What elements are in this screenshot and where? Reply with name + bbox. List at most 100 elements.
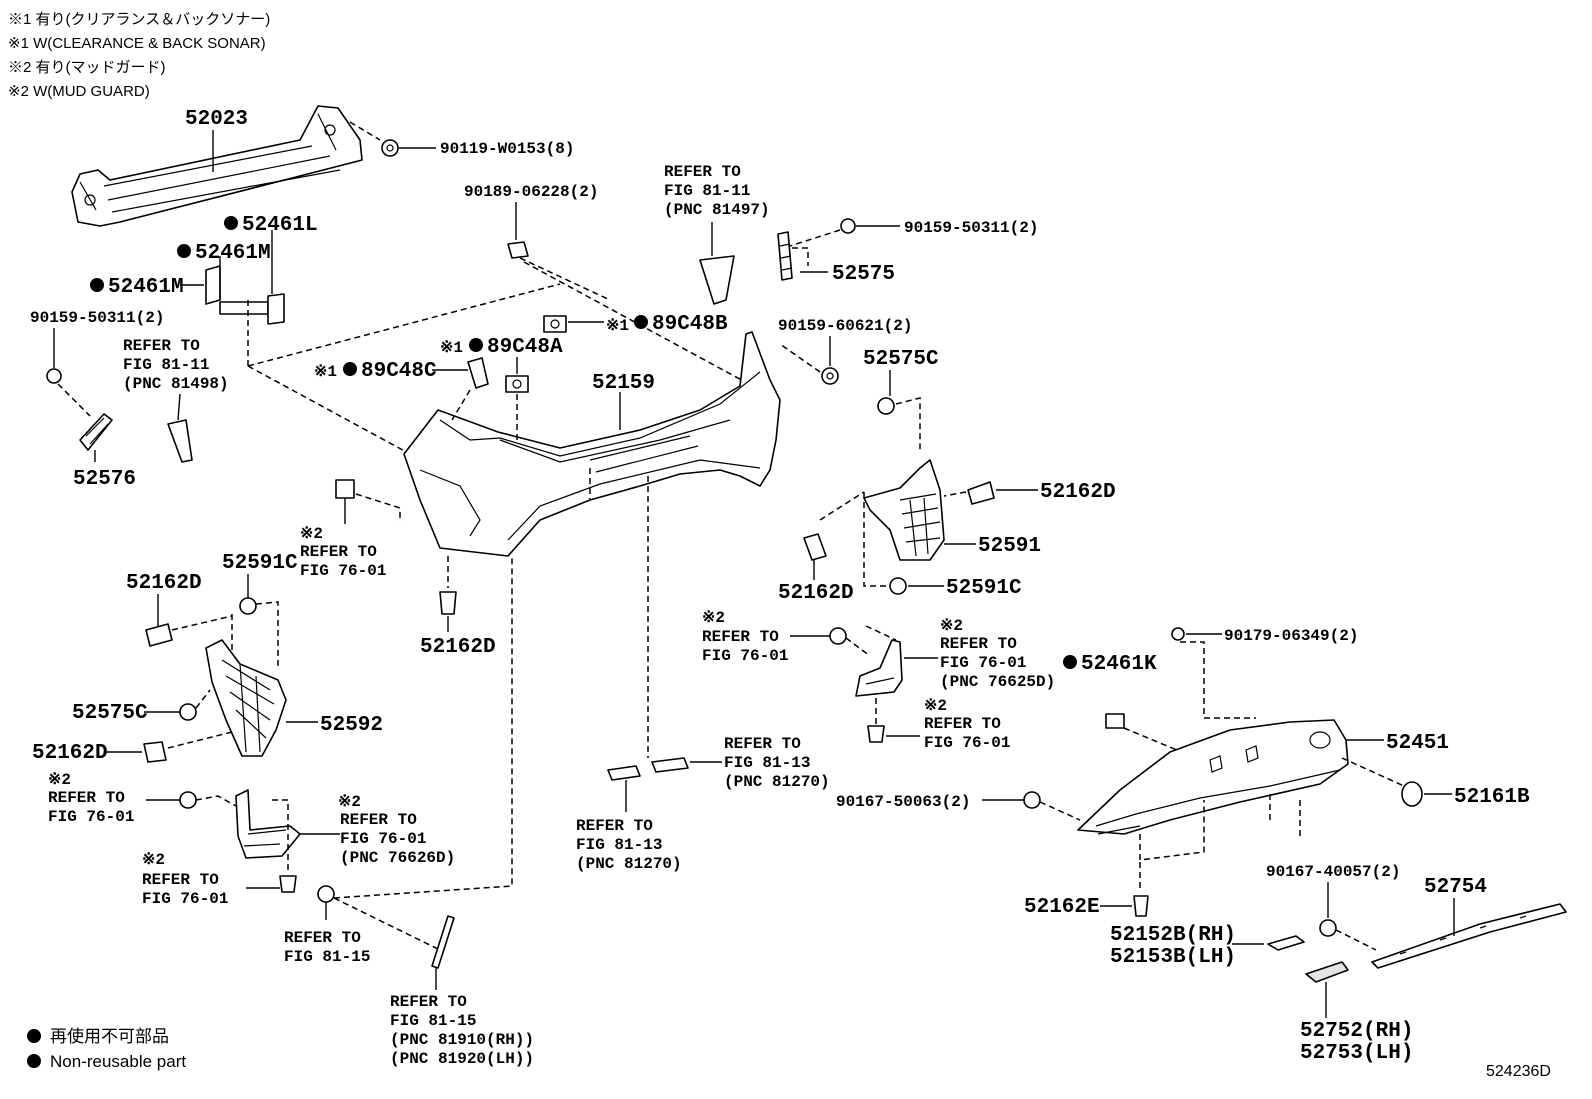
nonreusable-dot-52461m-a [177,244,191,258]
mark1-89c48a: ※1 [440,339,463,357]
svg-text:FIG 76-01: FIG 76-01 [940,654,1026,672]
side-retainer-52592[interactable] [205,639,287,757]
note-2-en: ※2 W(MUD GUARD) [8,83,150,100]
label-52162e: 52162E [1024,896,1100,919]
molding-81-15[interactable] [431,915,455,969]
sensor-retainer-89c48a[interactable] [505,375,529,393]
figure-id: 524236D [1486,1063,1551,1080]
side-bracket-52576[interactable] [79,413,113,451]
bumper-cover-52159[interactable] [403,331,781,557]
side-bracket-52575[interactable] [777,231,793,281]
side-retainer-52591[interactable] [863,459,945,561]
svg-text:FIG 81-13: FIG 81-13 [724,754,810,772]
refer-8115: REFER TO FIG 81-15 [284,929,370,966]
clip-52162d-left-2[interactable] [143,741,167,763]
nut-52591c-right[interactable] [889,577,907,595]
label-52752: 52752(RH) [1300,1020,1413,1043]
refer-7601-d: REFER TO FIG 76-01 [924,715,1010,752]
clip-52162d-left-1[interactable] [145,623,173,647]
svg-text:FIG 81-11: FIG 81-11 [664,182,750,200]
svg-text:(PNC 81270): (PNC 81270) [724,773,830,791]
screw-right-mudguard-a[interactable] [829,627,847,645]
bolt-90167-50063[interactable] [1023,791,1041,809]
bolt-90167-40057[interactable] [1319,919,1337,937]
nut-52591c-left[interactable] [239,597,257,615]
svg-text:(PNC 76625D): (PNC 76625D) [940,673,1055,691]
sensor-81270-a[interactable] [607,765,641,781]
svg-text:FIG 76-01: FIG 76-01 [702,647,788,665]
seal-81498[interactable] [167,419,193,463]
lower-bumper-cover-52451[interactable] [1077,719,1349,835]
nut-52575c-left[interactable] [179,703,197,721]
refer-7601-c: REFER TO FIG 76-01 [702,628,788,665]
clip-90189[interactable] [507,241,529,259]
nut-52575c-right[interactable] [877,397,895,415]
mark2-refer-7601-d: ※2 [924,697,947,715]
refer-8115b: REFER TO FIG 81-15 (PNC 81910(RH)) (PNC … [390,993,534,1068]
mark2-refer-76625: ※2 [940,617,963,635]
label-90167-40057: 90167-40057(2) [1266,863,1400,881]
svg-text:REFER TO: REFER TO [300,543,377,561]
svg-text:REFER TO: REFER TO [576,817,653,835]
note-2-jp: ※2 有り(マッドガード) [8,59,166,76]
svg-text:FIG 76-01: FIG 76-01 [300,562,386,580]
clip-52162e[interactable] [1133,895,1149,917]
label-52159: 52159 [592,372,655,395]
bolt-90159-60621[interactable] [821,367,839,385]
svg-text:REFER TO: REFER TO [123,337,200,355]
refer-7601-a: REFER TO FIG 76-01 [300,543,386,580]
svg-text:FIG 81-15: FIG 81-15 [390,1012,476,1030]
screw-left-mudguard-b[interactable] [279,875,297,893]
seal-81497[interactable] [699,255,735,305]
clip-52162d-right-2[interactable] [803,533,827,561]
nut-90159-right[interactable] [840,218,856,234]
bolt-90179[interactable] [1171,627,1185,641]
pad-52461l[interactable] [267,293,285,325]
reflector-52152b[interactable] [1267,935,1305,951]
bolt-90119[interactable] [381,139,399,157]
rear-bumper-reinforcement[interactable] [71,105,363,227]
nonreusable-dot-89c48a [469,338,483,352]
label-52162d-left-1: 52162D [126,572,202,595]
refer-76625: REFER TO FIG 76-01 (PNC 76625D) [940,635,1055,691]
mud-guard-left[interactable] [235,789,301,859]
mud-guard-right[interactable] [855,639,903,697]
screw-81-15[interactable] [317,885,335,903]
mark1-89c48c: ※1 [314,363,337,381]
legend: 再使用不可部品 Non-reusable part [27,1026,186,1071]
sensor-retainer-89c48b[interactable] [543,315,567,333]
legend-jp: 再使用不可部品 [50,1026,169,1046]
pad-52461m-b[interactable] [219,301,269,315]
clip-52162d-right-1[interactable] [967,481,995,505]
pad-52461k[interactable] [1105,713,1125,729]
note-1-en: ※1 W(CLEARANCE & BACK SONAR) [8,35,266,52]
refer-7601-b: REFER TO FIG 76-01 [48,789,134,826]
label-89c48c: 89C48C [361,360,437,383]
svg-text:FIG 81-13: FIG 81-13 [576,836,662,854]
svg-text:FIG 76-01: FIG 76-01 [48,808,134,826]
screw-left-mudguard-a[interactable] [179,791,197,809]
label-52461m-b: 52461M [108,276,184,299]
label-52161b: 52161B [1454,786,1530,809]
refer-81497: REFER TO FIG 81-11 (PNC 81497) [664,163,770,219]
svg-text:REFER TO: REFER TO [724,735,801,753]
svg-text:(PNC 81498): (PNC 81498) [123,375,229,393]
svg-text:REFER TO: REFER TO [284,929,361,947]
clip-bumper-lower-left[interactable] [335,479,355,499]
reflector-52752[interactable] [1305,961,1349,983]
mark1-89c48b: ※1 [606,317,629,335]
svg-text:REFER TO: REFER TO [924,715,1001,733]
clip-52162d-center[interactable] [439,591,457,615]
nut-90159-left[interactable] [46,368,62,384]
label-52575c-left: 52575C [72,702,148,725]
sensor-retainer-89c48c[interactable] [467,357,489,389]
moulding-52754[interactable] [1371,903,1567,969]
label-52592: 52592 [320,714,383,737]
sensor-81270-b[interactable] [651,757,689,773]
screw-right-mudguard-b[interactable] [867,725,885,743]
pad-52461m-a[interactable] [205,265,221,305]
svg-text:(PNC 81910(RH)): (PNC 81910(RH)) [390,1031,534,1049]
cap-52161b[interactable] [1401,781,1423,807]
svg-text:FIG 81-15: FIG 81-15 [284,948,370,966]
